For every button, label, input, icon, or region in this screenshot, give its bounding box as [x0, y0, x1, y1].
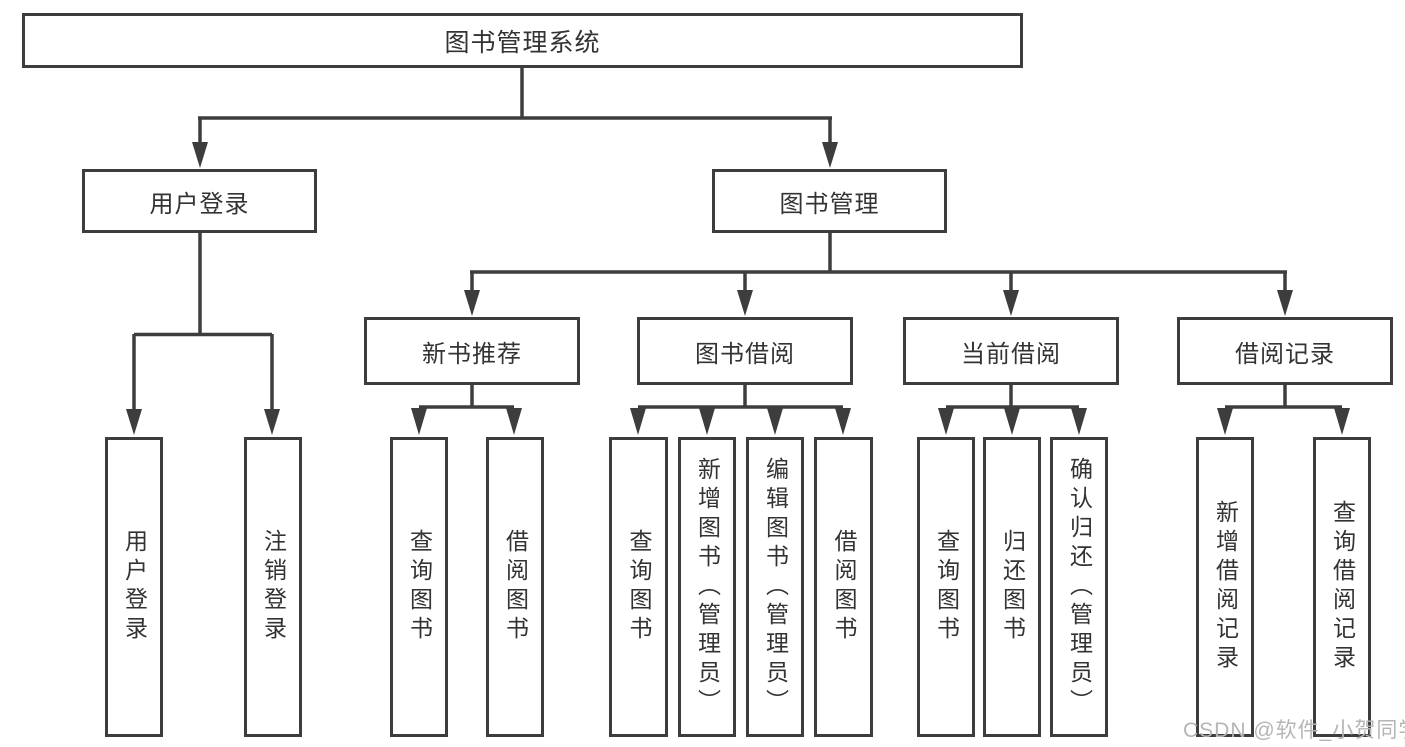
- node-book-management-label: 图书管理: [779, 190, 880, 218]
- node-new-book-recommend: 新书推荐: [364, 317, 580, 385]
- node-query-books-current-label: 查询图书: [933, 529, 960, 645]
- node-query-books-borrow-label: 查询图书: [626, 529, 652, 645]
- node-user-login-leaf: 用户登录: [105, 437, 163, 737]
- node-return-books-label: 归还图书: [999, 529, 1026, 645]
- node-new-book-recommend-label: 新书推荐: [422, 340, 522, 368]
- node-borrow-records-label: 借阅记录: [1235, 340, 1335, 368]
- node-current-borrow-label: 当前借阅: [961, 340, 1061, 368]
- node-borrow-records: 借阅记录: [1177, 317, 1393, 385]
- node-confirm-return-admin-label: 确认归还（管理员）: [1066, 456, 1093, 718]
- node-add-borrow-record-label: 新增借阅记录: [1212, 500, 1239, 674]
- node-query-books-borrow: 查询图书: [609, 437, 668, 737]
- node-user-login-leaf-label: 用户登录: [121, 529, 148, 645]
- node-borrow-books-leaf-label: 借阅图书: [831, 529, 857, 645]
- node-query-borrow-record: 查询借阅记录: [1313, 437, 1371, 737]
- node-logout: 注销登录: [244, 437, 302, 737]
- node-user-login: 用户登录: [82, 169, 317, 233]
- node-book-borrow: 图书借阅: [637, 317, 853, 385]
- node-borrow-books-recommend: 借阅图书: [486, 437, 544, 737]
- node-query-borrow-record-label: 查询借阅记录: [1329, 500, 1356, 674]
- node-borrow-books-leaf: 借阅图书: [814, 437, 873, 737]
- node-query-books-current: 查询图书: [917, 437, 975, 737]
- node-return-books: 归还图书: [983, 437, 1041, 737]
- node-add-borrow-record: 新增借阅记录: [1196, 437, 1254, 737]
- node-current-borrow: 当前借阅: [903, 317, 1119, 385]
- node-root-label: 图书管理系统: [444, 28, 601, 57]
- node-edit-book-admin: 编辑图书（管理员）: [746, 437, 804, 737]
- node-book-management: 图书管理: [712, 169, 947, 233]
- node-add-book-admin: 新增图书（管理员）: [678, 437, 736, 737]
- node-query-books-recommend-label: 查询图书: [406, 529, 433, 645]
- node-edit-book-admin-label: 编辑图书（管理员）: [762, 456, 789, 718]
- node-confirm-return-admin: 确认归还（管理员）: [1050, 437, 1108, 737]
- node-user-login-label: 用户登录: [149, 190, 250, 218]
- watermark: CSDN @软件_小贺同学: [1183, 719, 1405, 742]
- node-add-book-admin-label: 新增图书（管理员）: [694, 456, 721, 718]
- arrowhead-icons: [126, 142, 1350, 435]
- node-book-borrow-label: 图书借阅: [695, 340, 795, 368]
- node-logout-label: 注销登录: [260, 529, 287, 645]
- node-query-books-recommend: 查询图书: [390, 437, 448, 737]
- node-root: 图书管理系统: [22, 13, 1023, 68]
- node-borrow-books-recommend-label: 借阅图书: [502, 529, 529, 645]
